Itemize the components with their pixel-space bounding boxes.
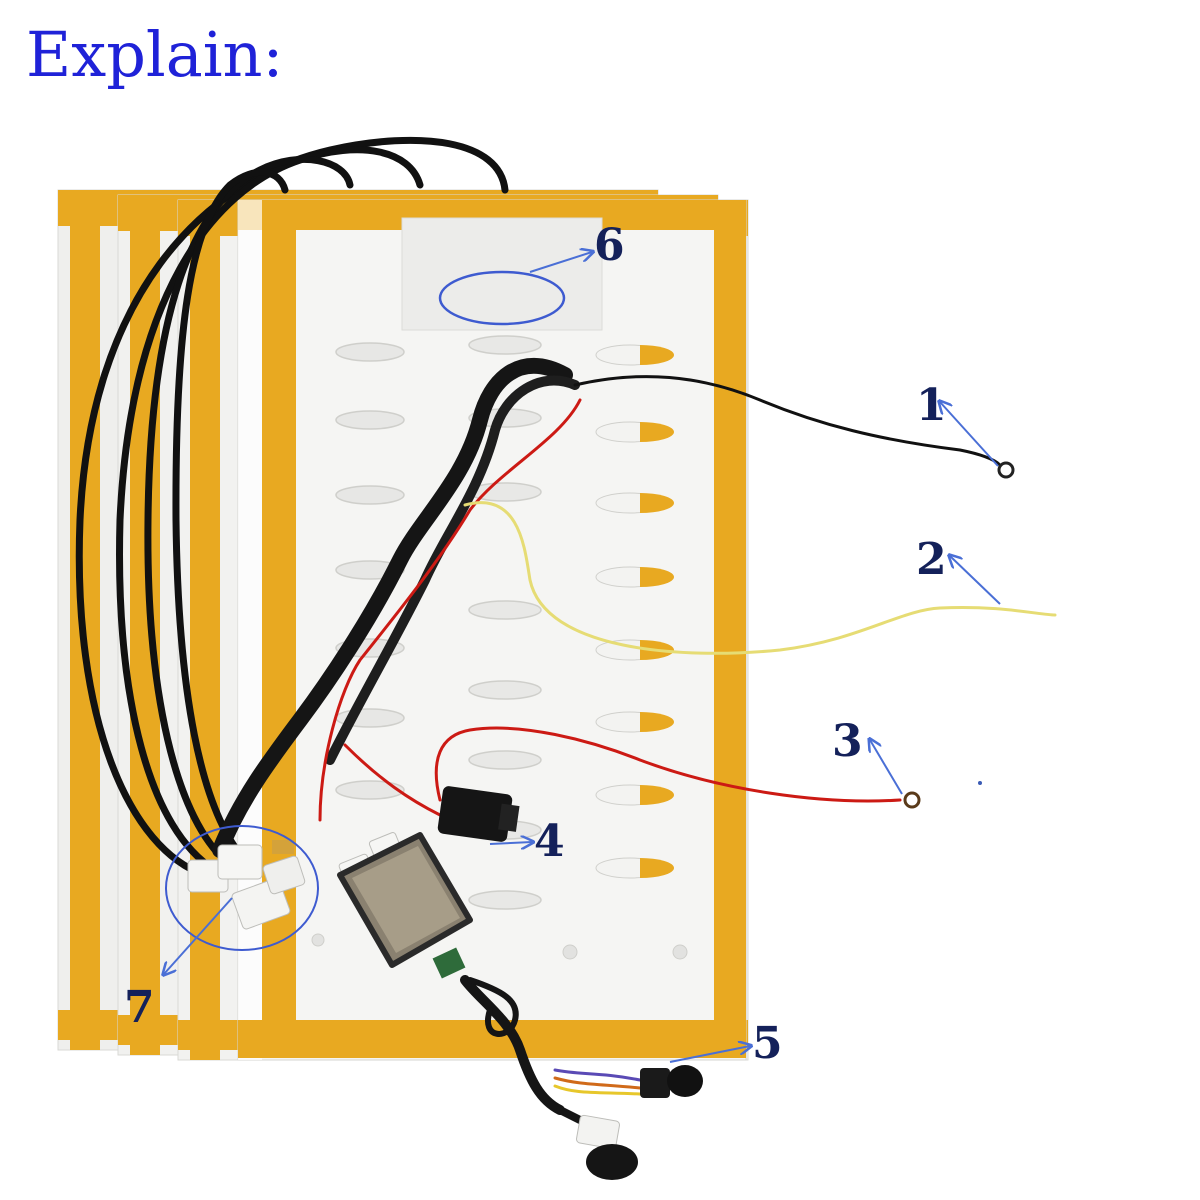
callout-circle-7 (165, 825, 319, 951)
wiring-harness (212, 357, 1057, 858)
page-title: Explain: (26, 18, 284, 91)
pad-cables (75, 136, 509, 879)
ring-terminal-3 (903, 791, 921, 809)
control-module (337, 832, 473, 979)
callout-number-2: 2 (916, 534, 947, 585)
push-button-switch-2 (576, 1114, 638, 1180)
pad-connectors (187, 840, 306, 930)
switch-connector (437, 786, 520, 842)
callout-number-4: 4 (534, 816, 565, 867)
callout-arrows (164, 252, 1001, 1063)
callout-number-5: 5 (752, 1018, 783, 1069)
callout-number-3: 3 (832, 716, 863, 767)
callout-number-1: 1 (916, 380, 947, 431)
ring-terminal-1 (997, 461, 1015, 479)
callout-number-6: 6 (594, 220, 625, 271)
callout-number-7: 7 (124, 982, 155, 1033)
callout-circle-6 (438, 270, 566, 326)
push-button-switch (640, 1065, 703, 1098)
heating-pad-1 (237, 199, 747, 1061)
